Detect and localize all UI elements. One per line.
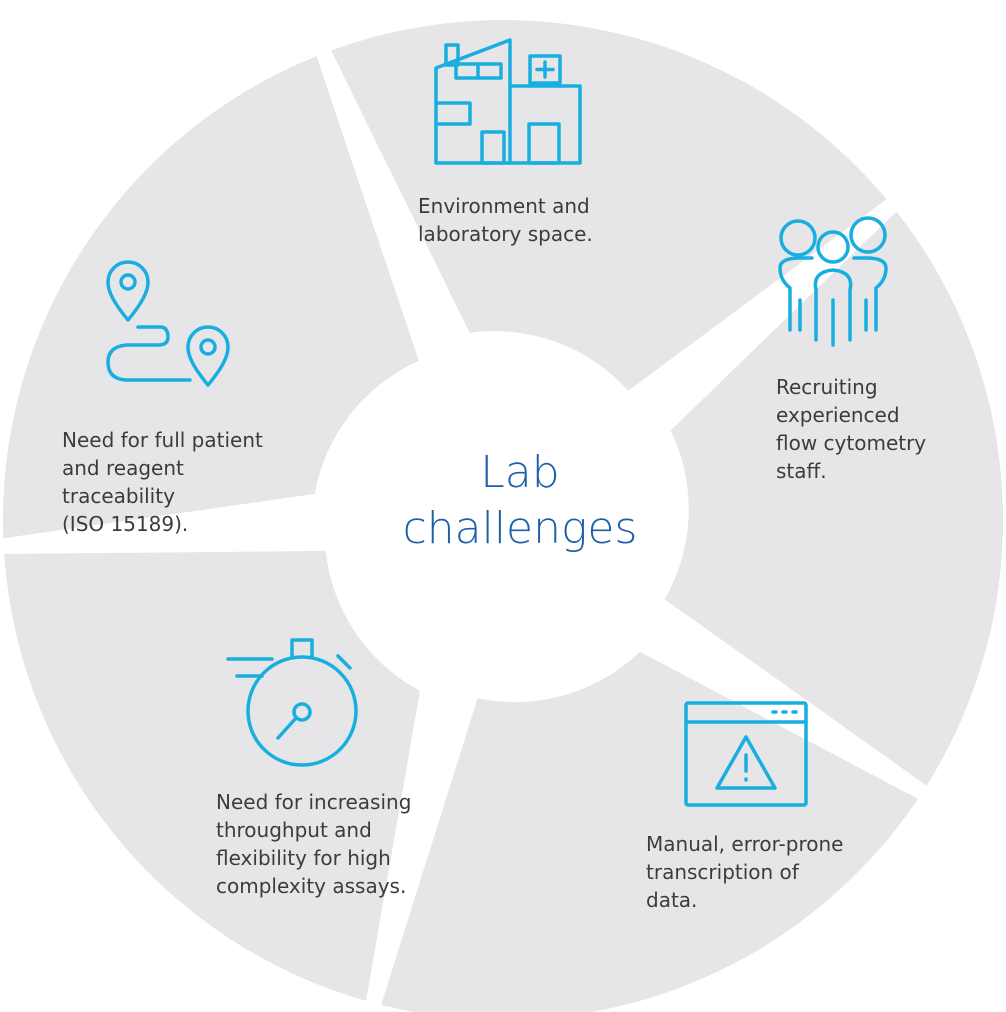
segment-label-traceability: Need for full patient and reagent tracea… (62, 428, 263, 536)
segments-layer (2, 20, 1004, 1012)
center-title: Lab challenges (402, 447, 638, 554)
building-icon (434, 38, 582, 165)
location-route-icon (106, 260, 230, 387)
browser-warning-icon (684, 701, 808, 807)
segment-label-recruiting: Recruiting experienced flow cytometry st… (776, 375, 927, 483)
segment-label-throughput: Need for increasing throughput and flexi… (216, 790, 412, 898)
segment-label-manual-transcription: Manual, error-prone transcription of dat… (646, 832, 844, 912)
ring-segment-2 (664, 211, 1004, 786)
ring-segment-3 (381, 651, 918, 1012)
stopwatch-icon (226, 638, 358, 767)
ring-segment-4 (4, 550, 420, 1001)
people-group-icon (778, 216, 888, 347)
ring-segment-5 (2, 56, 419, 539)
segment-label-environment: Environment and laboratory space. (418, 194, 593, 246)
